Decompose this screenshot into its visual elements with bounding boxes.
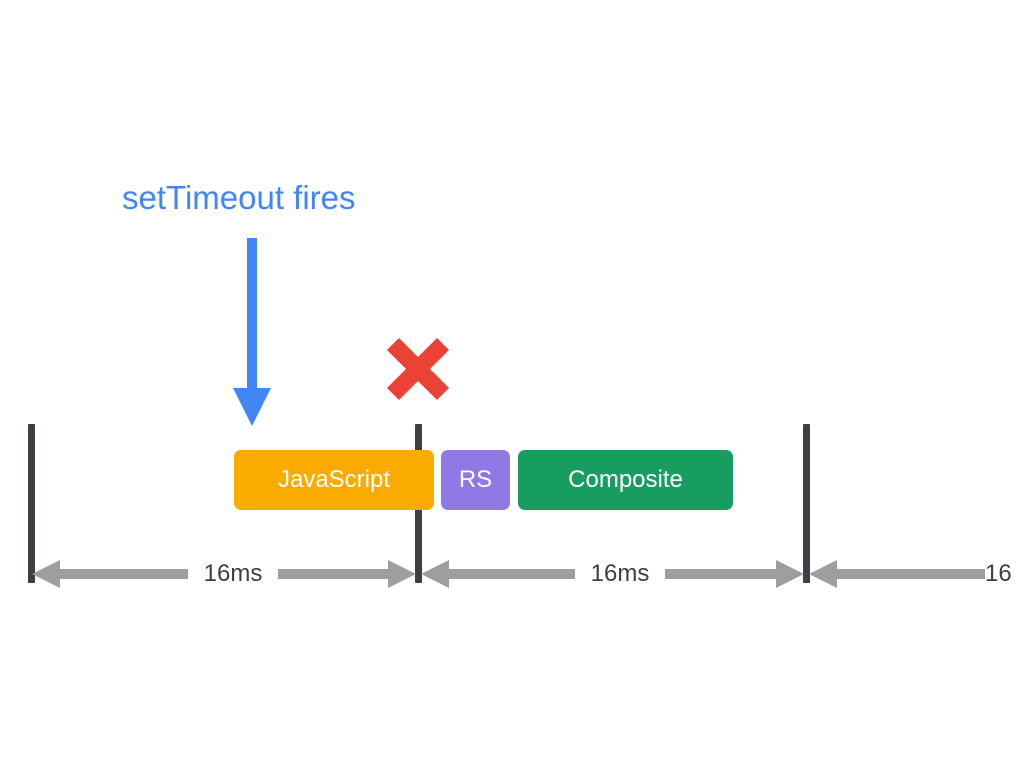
x-cross-icon	[385, 336, 451, 402]
measure-label-1: 16ms	[575, 556, 665, 592]
task-bar-javascript[interactable]: JavaScript	[234, 450, 434, 510]
task-bar-rs[interactable]: RS	[441, 450, 510, 510]
task-bar-javascript-label: JavaScript	[277, 466, 391, 493]
frame-tick-2	[803, 424, 810, 583]
task-bar-rs-label: RS	[458, 466, 493, 493]
measure-arrow-2	[807, 556, 1024, 592]
measure-label-2: 16	[985, 556, 1024, 592]
annotation-label-settimeout-fires: setTimeout fires	[122, 179, 356, 216]
task-bar-composite[interactable]: Composite	[518, 450, 733, 510]
down-arrow-icon	[228, 238, 276, 428]
frame-tick-0	[28, 424, 35, 583]
task-bar-composite-label: Composite	[568, 466, 683, 493]
measure-label-0: 16ms	[188, 556, 278, 592]
